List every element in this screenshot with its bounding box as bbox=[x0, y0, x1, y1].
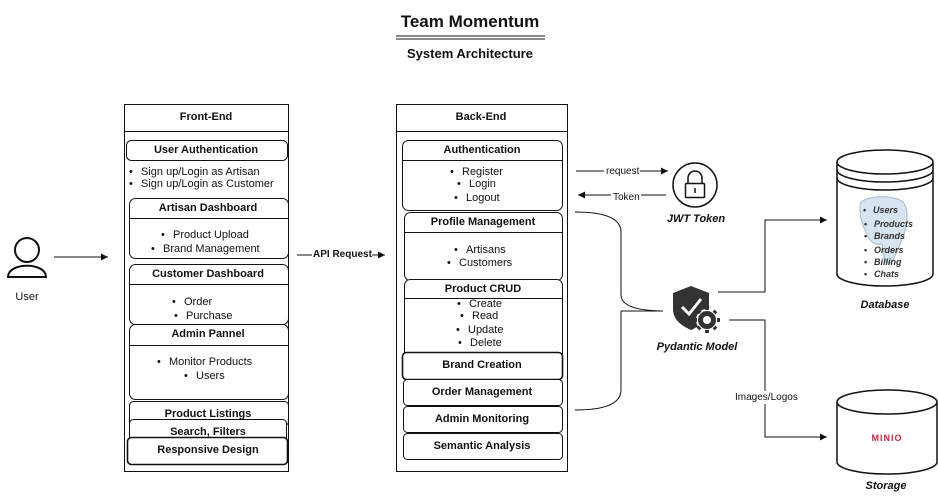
admin-panel-item: Monitor Products bbox=[157, 356, 252, 368]
user-label: User bbox=[15, 291, 39, 303]
authentication-item: Login bbox=[457, 178, 496, 190]
profile-management-title: Profile Management bbox=[430, 216, 536, 228]
shield-gear-icon bbox=[673, 286, 720, 333]
profile-management-item: Artisans bbox=[454, 244, 506, 256]
responsive-design-title: Responsive Design bbox=[157, 444, 259, 456]
pydantic-model-label: Pydantic Model bbox=[656, 341, 738, 353]
customer-dashboard-item: Purchase bbox=[174, 310, 232, 322]
authentication-item: Logout bbox=[454, 192, 500, 204]
responsive-design-box bbox=[126, 436, 289, 466]
images-logos-label: Images/Logos bbox=[735, 392, 798, 403]
product-crud-title: Product CRUD bbox=[444, 283, 522, 295]
product-crud-item: Delete bbox=[458, 337, 502, 349]
database-item: Chats bbox=[864, 269, 899, 279]
database-item: Orders bbox=[864, 245, 904, 255]
backend-title: Back-End bbox=[455, 111, 507, 123]
user-auth-title: User Authentication bbox=[153, 144, 259, 156]
order-management-title: Order Management bbox=[431, 386, 533, 398]
authentication-item: Register bbox=[450, 166, 503, 178]
database-item: Users bbox=[863, 205, 898, 215]
jwt-token-label: JWT Token bbox=[666, 213, 726, 225]
database-item: Products bbox=[864, 219, 913, 229]
diagram-subtitle: System Architecture bbox=[407, 46, 533, 61]
product-listings-title: Product Listings bbox=[164, 408, 252, 420]
semantic-analysis-title: Semantic Analysis bbox=[433, 440, 531, 452]
search-filters-title: Search, Filters bbox=[170, 426, 246, 438]
database-label: Database bbox=[860, 299, 910, 311]
pydantic-to-database-arrow bbox=[718, 216, 827, 293]
admin-monitoring-box bbox=[403, 406, 563, 433]
admin-panel-item: Users bbox=[184, 370, 225, 382]
pydantic-to-storage-arrow bbox=[729, 319, 827, 441]
admin-monitoring-title: Admin Monitoring bbox=[434, 413, 530, 425]
customer-dashboard-item: Order bbox=[172, 296, 212, 308]
customer-dashboard-title: Customer Dashboard bbox=[152, 268, 264, 280]
database-item: Billing bbox=[864, 257, 902, 267]
request-label: request bbox=[606, 166, 640, 177]
artisan-dashboard-item: Brand Management bbox=[151, 243, 260, 255]
profile-management-item: Customers bbox=[447, 257, 512, 269]
artisan-dashboard-title: Artisan Dashboard bbox=[158, 202, 258, 214]
admin-panel-title: Admin Pannel bbox=[171, 328, 245, 340]
semantic-analysis-box bbox=[403, 433, 563, 460]
minio-logo: MINIO bbox=[871, 433, 903, 443]
brand-creation-title: Brand Creation bbox=[442, 359, 522, 371]
artisan-dashboard-item: Product Upload bbox=[161, 229, 249, 241]
storage-cylinder bbox=[836, 389, 938, 475]
user-icon bbox=[6, 237, 48, 278]
product-crud-item: Create bbox=[457, 298, 502, 310]
product-crud-item: Update bbox=[456, 324, 503, 336]
database-item: Brands bbox=[864, 231, 905, 241]
backend-brace bbox=[574, 211, 662, 411]
user-auth-box bbox=[126, 140, 288, 161]
user-auth-item: Sign up/Login as Artisan bbox=[129, 166, 260, 178]
lock-icon bbox=[672, 162, 718, 208]
token-label: Token bbox=[613, 192, 640, 203]
diagram-title: Team Momentum bbox=[400, 12, 540, 31]
order-management-box bbox=[403, 379, 563, 406]
storage-label: Storage bbox=[865, 480, 907, 492]
user-auth-item: Sign up/Login as Customer bbox=[129, 178, 274, 190]
frontend-title: Front-End bbox=[179, 111, 233, 123]
api-request-label: API Request bbox=[313, 249, 372, 260]
authentication-title: Authentication bbox=[443, 144, 521, 156]
product-crud-item: Read bbox=[460, 310, 498, 322]
